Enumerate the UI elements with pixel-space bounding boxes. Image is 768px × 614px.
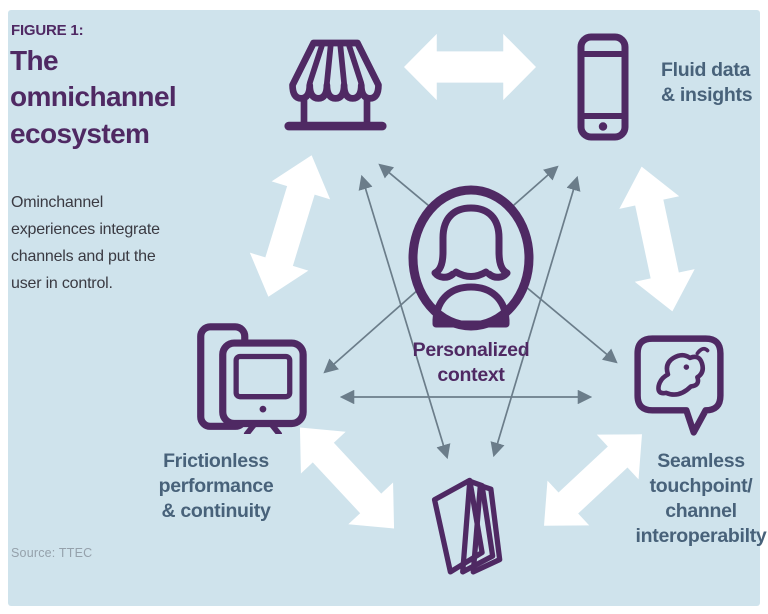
storefront-icon <box>284 39 387 131</box>
white-arrow-storefront-devices <box>234 145 346 308</box>
chat-node-label: Seamless touchpoint/ channel interoperab… <box>635 450 767 547</box>
devices-icon <box>197 323 307 434</box>
smartphone-node-label: Fluid data & insights <box>661 59 753 106</box>
smartphone-icon <box>577 33 629 141</box>
figure-title: The omnichannel ecosystem <box>10 45 177 149</box>
figure-number-label: FIGURE 1: <box>11 22 84 39</box>
white-arrow-storefront-smartphone <box>404 28 536 106</box>
chat-ghost-icon <box>634 335 724 436</box>
devices-node-label: Frictionless performance & continuity <box>158 450 274 522</box>
center-label-line1: Personalized <box>412 339 530 361</box>
arrow-smartphone-brochure <box>490 175 581 458</box>
center-node-label: Personalized context <box>396 338 546 389</box>
person-icon <box>408 185 534 331</box>
center-label-line2: context <box>437 364 505 387</box>
white-arrow-smartphone-chat <box>606 159 707 319</box>
brochure-icon <box>431 477 503 575</box>
white-arrow-chat-brochure <box>519 408 666 552</box>
source-credit: Source: TTEC <box>11 546 93 560</box>
white-arrow-devices-brochure <box>274 403 421 553</box>
figure-description: Ominchannel experiences integrate channe… <box>11 194 160 292</box>
